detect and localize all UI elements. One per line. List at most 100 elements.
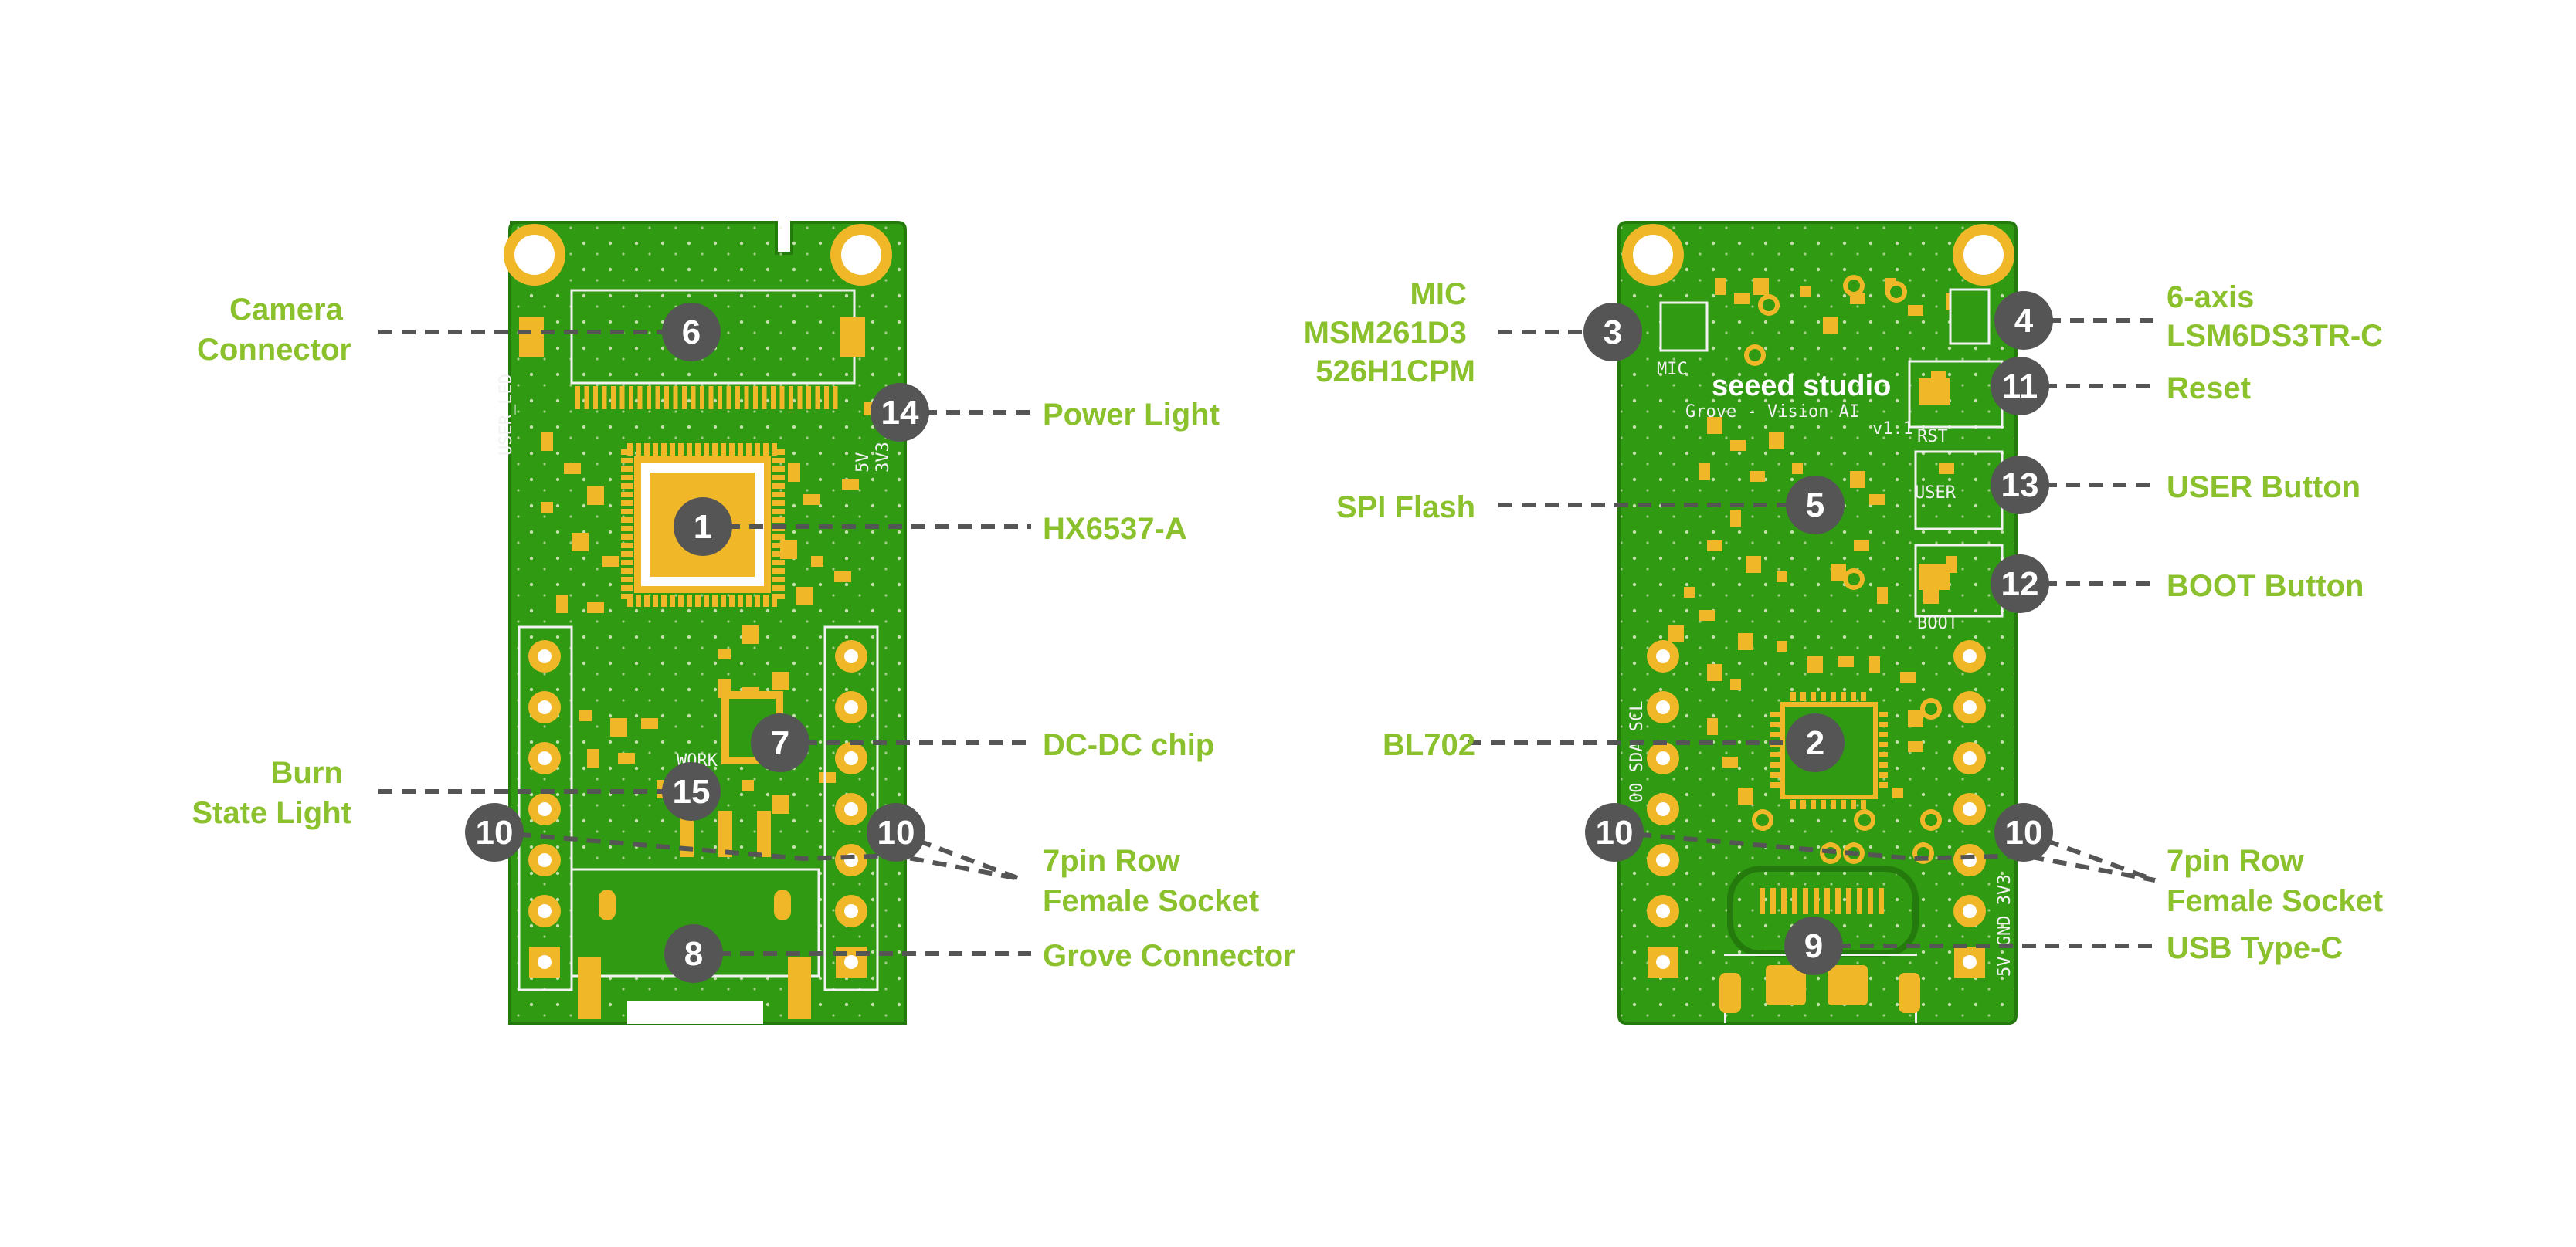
chip-pin bbox=[772, 458, 785, 463]
label-reset: Reset bbox=[2167, 371, 2251, 405]
badge-12: 12 bbox=[1991, 554, 2049, 613]
usb-pin bbox=[1868, 888, 1873, 914]
button-pad bbox=[1919, 564, 1950, 590]
smd-component bbox=[1807, 656, 1823, 673]
smd-component bbox=[610, 718, 627, 737]
chip-pin bbox=[621, 526, 633, 531]
header-pin-hole bbox=[844, 649, 858, 663]
chip-pin bbox=[621, 509, 633, 514]
label-back-row-socket: 7pin Row Female Socket bbox=[2167, 844, 2383, 918]
smd-component bbox=[1750, 471, 1765, 482]
chip-pin bbox=[712, 595, 718, 607]
badge-10: 10 bbox=[465, 803, 524, 862]
chip-pin bbox=[772, 509, 785, 514]
header-pin-hole bbox=[844, 904, 858, 918]
connector-pin bbox=[682, 386, 687, 409]
chip-pin bbox=[1879, 752, 1888, 757]
connector-pin bbox=[664, 386, 669, 409]
connector-pin bbox=[611, 386, 616, 409]
smd-component bbox=[1730, 510, 1741, 527]
usb-pin bbox=[1814, 888, 1819, 914]
connector-pin bbox=[691, 386, 696, 409]
smd-component bbox=[772, 795, 789, 814]
chip-pin bbox=[621, 517, 633, 523]
label-spi-flash: SPI Flash bbox=[1336, 490, 1475, 524]
mounting-hole bbox=[830, 224, 892, 286]
chip-pin bbox=[1841, 692, 1846, 701]
smd-component bbox=[1939, 463, 1954, 474]
chip-pin bbox=[772, 551, 785, 557]
chip-pin bbox=[621, 534, 633, 540]
chip-pin bbox=[763, 443, 769, 456]
smd-component bbox=[1707, 540, 1722, 551]
camera-connector-pins bbox=[575, 386, 838, 409]
badge-14: 14 bbox=[871, 383, 929, 442]
header-pin-hole bbox=[538, 904, 552, 918]
smd-component bbox=[1738, 788, 1753, 805]
chip-pin bbox=[1861, 692, 1866, 701]
usb-pin bbox=[1803, 888, 1808, 914]
test-pad bbox=[1763, 299, 1775, 311]
svg-text:10: 10 bbox=[877, 814, 915, 852]
chip-pin bbox=[1879, 732, 1888, 737]
chip-pin bbox=[772, 475, 785, 480]
chip-pin bbox=[644, 595, 650, 607]
badges: 1 6 7 8 10 10 14 15 2 3 4 5 9 10 10 11 1… bbox=[465, 291, 2053, 983]
label-mic: MIC MSM261D3 526H1CPM bbox=[1304, 277, 1475, 388]
chip-pin bbox=[1831, 692, 1836, 701]
label-hx6537: HX6537-A bbox=[1043, 512, 1187, 546]
test-pad bbox=[1848, 573, 1860, 585]
svg-text:7: 7 bbox=[771, 724, 789, 762]
label-bl702: BL702 bbox=[1383, 728, 1475, 762]
right-pin-header bbox=[835, 640, 867, 978]
chip-pin bbox=[1879, 742, 1888, 747]
chip-pin bbox=[772, 594, 785, 599]
smd-component bbox=[834, 571, 851, 582]
usb-pin bbox=[1781, 888, 1787, 914]
silk-user-led: USER_LED bbox=[497, 374, 516, 456]
smd-component bbox=[788, 463, 800, 482]
connector-pin bbox=[673, 386, 678, 409]
connector-pin bbox=[753, 386, 758, 409]
smd-component bbox=[1838, 656, 1854, 667]
svg-text:3: 3 bbox=[1604, 313, 1622, 351]
back-board: seeed studio Grove - Vision AI v1.1 MIC … bbox=[1617, 221, 2018, 1025]
connector-pin bbox=[700, 386, 704, 409]
chip-pin bbox=[772, 595, 777, 607]
label-user-button: USER Button bbox=[2167, 470, 2360, 504]
smd-component bbox=[1777, 641, 1787, 652]
smd-component bbox=[1707, 664, 1722, 681]
smd-component bbox=[1707, 718, 1718, 735]
badge-13: 13 bbox=[1991, 456, 2049, 514]
smd-component bbox=[1746, 556, 1761, 573]
svg-text:11: 11 bbox=[2002, 368, 2038, 405]
chip-pin bbox=[678, 443, 684, 456]
test-pad bbox=[1890, 286, 1902, 298]
chip-pin bbox=[1770, 782, 1780, 788]
chip-pin bbox=[746, 595, 752, 607]
chip-pin bbox=[772, 483, 785, 489]
connector-pin bbox=[637, 386, 643, 409]
usb-pin bbox=[1846, 888, 1851, 914]
left-pin-header bbox=[1647, 640, 1679, 978]
smd-component bbox=[1699, 463, 1710, 480]
header-pin-hole bbox=[538, 802, 552, 816]
chip-pin bbox=[670, 443, 675, 456]
label-boot-button: BOOT Button bbox=[2167, 569, 2364, 603]
smd-components bbox=[1668, 275, 1991, 864]
smd-component bbox=[1722, 757, 1738, 768]
chip-pin bbox=[621, 577, 633, 582]
chip-pin bbox=[687, 443, 692, 456]
smd-component bbox=[602, 556, 619, 567]
header-pin-hole bbox=[538, 751, 552, 765]
chip-pin bbox=[621, 551, 633, 557]
chip-pin bbox=[636, 443, 641, 456]
chip-pin bbox=[772, 534, 785, 540]
right-pin-header bbox=[1953, 640, 1986, 978]
chip-pin bbox=[621, 585, 633, 591]
chip-pin bbox=[653, 595, 658, 607]
silk-right-edge: 5V GND 3V3 bbox=[1995, 875, 2014, 977]
chip-pin bbox=[755, 443, 760, 456]
silk-rst: RST bbox=[1917, 427, 1948, 446]
smd-component bbox=[1923, 587, 1939, 604]
